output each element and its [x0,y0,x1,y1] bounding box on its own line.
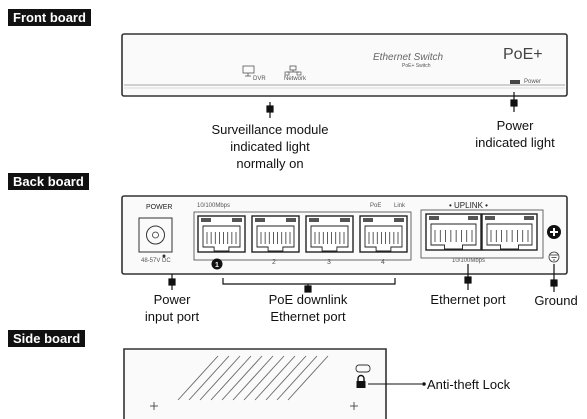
uplink-rj45-port [481,213,538,251]
antitheft-callout: Anti-theft Lock [427,377,511,392]
side-board-tag: Side board [8,330,86,347]
poe-speed-label: 10/100Mbps [197,203,231,209]
uplink-speed-label: 10/100Mbps [452,258,486,264]
front-board-tag: Front board [8,9,91,26]
front-brand-text: Ethernet Switch [373,52,444,63]
network-label: Network [284,76,307,82]
monitor-label: DVR [253,76,266,82]
front-leader-lines [266,92,518,118]
poe-ports-callout: PoE downlink Ethernet port [268,292,348,324]
screw-icon [150,402,158,410]
power-jack [138,217,173,258]
antitheft-leader-dot [422,382,426,386]
power-label: POWER [146,204,173,211]
port-number-2: 2 [272,259,276,266]
vent-slot [210,355,252,401]
vent-slot [221,355,263,401]
ethernet-port-callout: Ethernet port [430,292,506,307]
lock-icon [356,374,366,388]
network-icon [284,65,302,76]
power-led-label: Power [524,79,542,85]
vent-slot [188,355,230,401]
vent-slot [287,355,329,401]
poe-plus-badge: PoE+ [503,46,543,63]
link-led-label: Link [394,203,406,209]
power-led [510,80,520,84]
side-panel [123,348,387,419]
vent-slot [199,355,241,401]
voltage-label: 48-57V DC [141,258,171,264]
ground-symbol-icon [548,251,560,263]
ground-callout: Ground [534,293,578,308]
monitor-icon [242,65,255,77]
uplink-label: • UPLINK • [449,201,488,210]
vent-slot [254,355,296,401]
vent-slot [243,355,285,401]
poe-rj45-port [359,215,408,253]
poe-rj45-port [251,215,300,253]
front-brand-subtext: PoE+ Switch [402,63,431,69]
poe-rj45-port [197,215,246,253]
uplink-rj45-port [425,213,482,251]
back-leader-lines [168,264,558,293]
vent-slot [265,355,307,401]
power-port-callout: Power input port [144,292,200,324]
vent-slot [177,355,219,401]
vent-slot [232,355,274,401]
ground-screw-icon [547,225,561,239]
port-number-1: 1 [215,262,219,269]
poe-port-group [193,211,412,261]
poe-rj45-port [305,215,354,253]
vent-slot [276,355,318,401]
screw-icon [350,402,358,410]
port-1-badge: 1 [211,258,223,270]
surveillance-callout: Surveillance module indicated light norm… [211,122,329,171]
lock-slot [355,364,371,373]
front-panel [121,33,568,97]
poe-led-label: PoE [370,203,382,209]
port-number-3: 3 [327,259,331,266]
port-number-4: 4 [381,259,385,266]
uplink-port-group [420,209,544,259]
power-light-callout: Power indicated light [475,118,555,150]
back-board-tag: Back board [8,173,89,190]
